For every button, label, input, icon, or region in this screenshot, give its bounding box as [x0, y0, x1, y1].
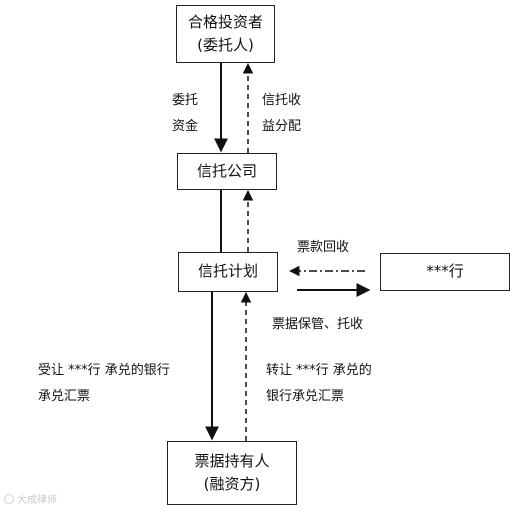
- investor-role: (委托人): [197, 36, 254, 54]
- transfer-in-line2: 承兑汇票: [38, 389, 91, 404]
- transfer-out-label: 转让 ***行 承兑的 银行承兑汇票: [266, 358, 372, 410]
- entrust-funds-label: 委托 资金: [172, 88, 198, 140]
- entrust-funds-line2: 资金: [172, 119, 199, 134]
- bill-holder-box: 票据持有人 (融资方): [167, 441, 297, 505]
- investor-title: 合格投资者: [187, 12, 263, 31]
- payment-back-text: 票款回收: [297, 240, 350, 255]
- trust-company-title: 信托公司: [196, 161, 257, 180]
- entrust-funds-line1: 委托: [172, 93, 199, 108]
- bill-holder-title: 票据持有人: [194, 451, 270, 470]
- bank-box: ***行: [380, 253, 510, 291]
- payment-back-label: 票款回收: [297, 235, 349, 261]
- bank-title: ***行: [426, 262, 464, 281]
- bill-holder-role: (融资方): [203, 475, 261, 493]
- watermark: 大成律师: [4, 491, 57, 506]
- trust-plan-title: 信托计划: [197, 262, 258, 281]
- trust-plan-box: 信托计划: [178, 252, 278, 292]
- investor-box: 合格投资者 (委托人): [176, 5, 275, 63]
- trust-income-line2: 益分配: [262, 119, 302, 134]
- trust-company-box: 信托公司: [177, 153, 277, 190]
- transfer-in-label: 受让 ***行 承兑的银行 承兑汇票: [38, 358, 170, 410]
- trust-income-label: 信托收 益分配: [262, 88, 301, 140]
- watermark-logo-icon: [4, 493, 14, 504]
- watermark-text: 大成律师: [17, 495, 57, 506]
- trust-income-line1: 信托收: [262, 93, 302, 108]
- bill-custody-text: 票据保管、托收: [272, 317, 364, 332]
- bill-custody-label: 票据保管、托收: [272, 312, 363, 338]
- transfer-in-line1: 受让 ***行 承兑的银行: [38, 363, 170, 378]
- transfer-out-line2: 银行承兑汇票: [266, 389, 345, 404]
- transfer-out-line1: 转让 ***行 承兑的: [266, 363, 372, 378]
